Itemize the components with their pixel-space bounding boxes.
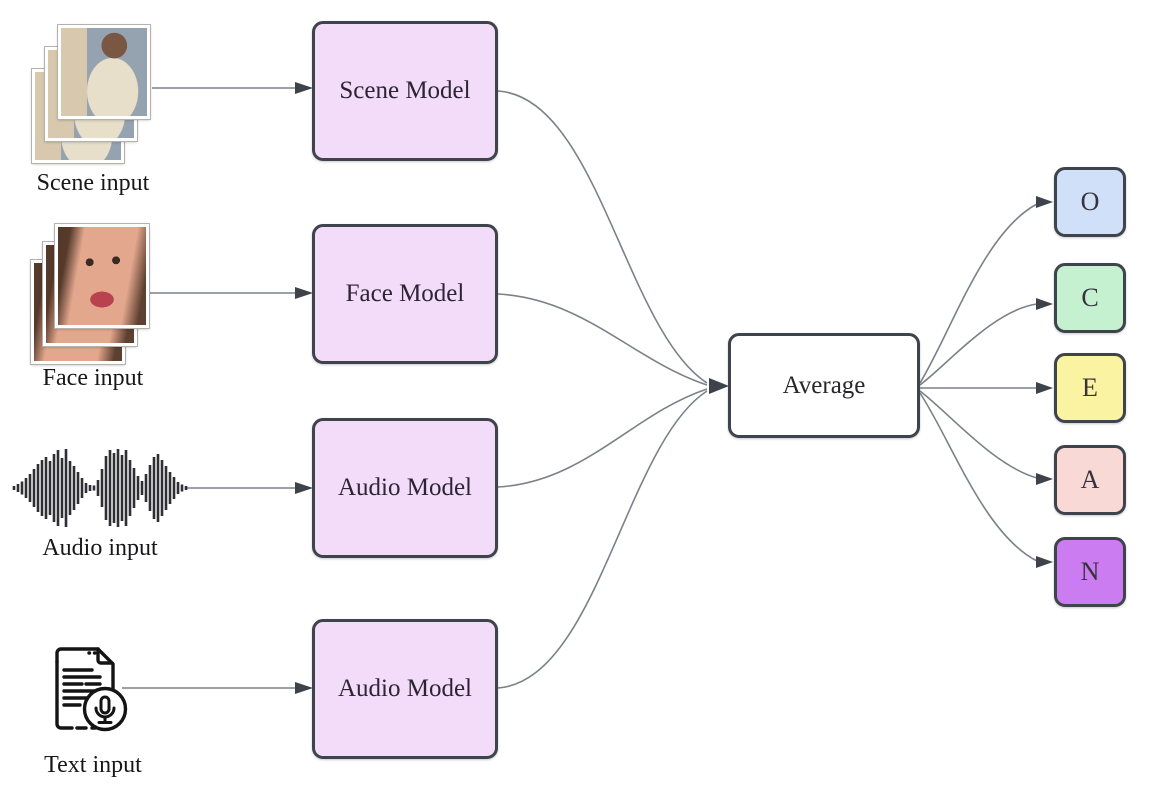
curve-average-to-A: [919, 390, 1038, 479]
face-input-label: Face input: [42, 365, 144, 391]
curve-average-to-C: [919, 303, 1038, 386]
scene-input-image: [18, 15, 163, 175]
output-box-N: N: [1054, 537, 1126, 607]
waveform-icon: [12, 448, 190, 528]
average-box: Average: [728, 333, 920, 438]
face-frame-front: [54, 223, 150, 329]
output-label-C: C: [1081, 283, 1099, 312]
curve-scene-model-to-average: [497, 90, 708, 384]
output-box-C: C: [1054, 263, 1126, 333]
output-label-N: N: [1080, 557, 1100, 586]
curve-text-model-to-average: [497, 390, 708, 689]
text-audio-model-box: Audio Model: [312, 619, 498, 759]
face-model-label: Face Model: [345, 280, 465, 307]
scene-model-label: Scene Model: [339, 77, 471, 104]
arrowhead-icon: [1036, 556, 1053, 568]
output-label-O: O: [1080, 187, 1100, 216]
arrowhead-icon: [295, 482, 313, 494]
output-box-A: A: [1054, 445, 1126, 515]
scene-model-box: Scene Model: [312, 21, 498, 161]
average-label: Average: [782, 371, 866, 399]
arrowhead-icon: [709, 378, 729, 394]
output-box-E: E: [1054, 353, 1126, 423]
audio-model-label: Audio Model: [337, 474, 473, 501]
face-input-image: [18, 222, 163, 372]
arrowhead-icon: [295, 82, 313, 94]
curve-average-to-O: [919, 203, 1038, 384]
audio-input-label: Audio input: [42, 535, 158, 561]
curve-audio-model-to-average: [497, 388, 708, 488]
scene-input-label: Scene input: [36, 170, 150, 196]
arrowhead-icon: [295, 287, 313, 299]
text-input-label: Text input: [44, 752, 142, 778]
scene-frame-front: [57, 24, 151, 120]
arrowhead-icon: [295, 682, 313, 694]
arrowhead-icon: [1036, 196, 1053, 208]
output-box-O: O: [1054, 167, 1126, 237]
arrowhead-icon: [1036, 382, 1053, 394]
audio-model-box: Audio Model: [312, 418, 498, 558]
output-label-E: E: [1082, 373, 1098, 402]
text-audio-model-label: Audio Model: [337, 675, 473, 702]
arrowhead-icon: [1036, 298, 1053, 310]
output-label-A: A: [1080, 465, 1100, 494]
curve-average-to-N: [919, 392, 1038, 562]
document-mic-icon: [42, 636, 137, 738]
face-model-box: Face Model: [312, 224, 498, 364]
arrowheads: [295, 82, 1053, 694]
curve-face-model-to-average: [497, 293, 708, 386]
arrowhead-icon: [1036, 473, 1053, 485]
